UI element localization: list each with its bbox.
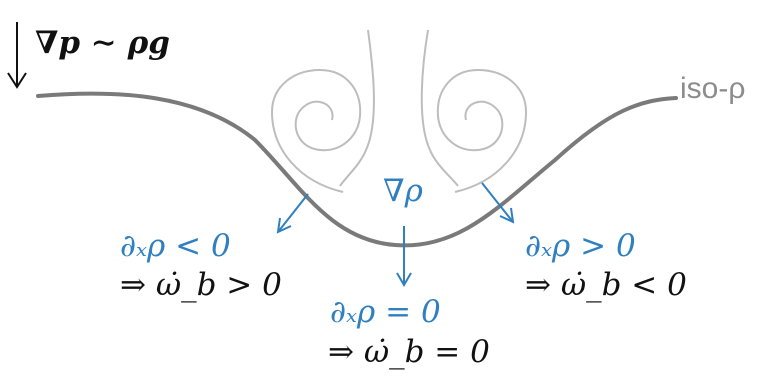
gravity-arrow	[8, 22, 26, 87]
iso-density-label: iso-ρ	[680, 74, 745, 104]
plume-lines	[340, 30, 458, 186]
right-condition-label: ∂ₓρ > 0	[525, 231, 636, 262]
density-gradient-label: ∇ρ	[383, 176, 423, 207]
center-result-label: ⇒ ω̇_b = 0	[328, 337, 490, 368]
gravity-relation-label: ∇p ∼ ρg	[35, 28, 170, 59]
iso-density-curve	[38, 94, 676, 246]
center-condition-label: ∂ₓρ = 0	[330, 297, 441, 328]
center-gradient-arrow	[397, 226, 411, 285]
left-result-label: ⇒ ω̇_b > 0	[120, 270, 282, 301]
left-gradient-arrow	[278, 194, 308, 232]
right-result-label: ⇒ ω̇_b < 0	[525, 270, 687, 301]
left-condition-label: ∂ₓρ < 0	[120, 231, 231, 262]
right-vortex-spiral	[438, 70, 526, 192]
